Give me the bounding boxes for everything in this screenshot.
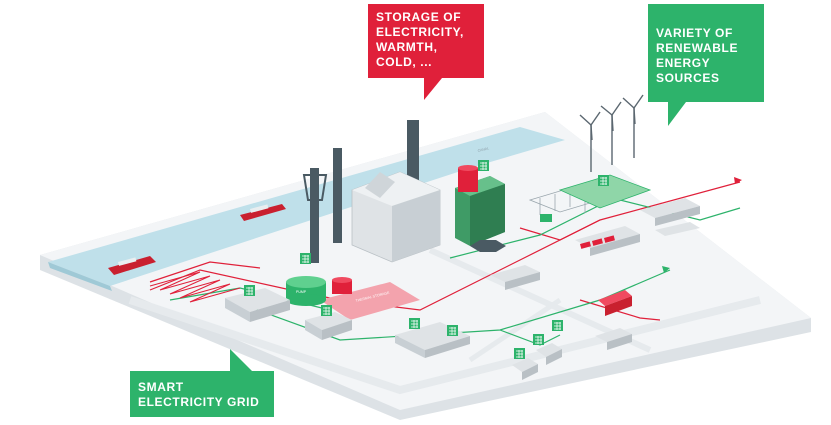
solar-panel-icon — [552, 320, 563, 331]
storage-tank: PUMP — [286, 276, 326, 306]
callout-renewable-energy: VARIETY OF RENEWABLE ENERGY SOURCES — [648, 4, 764, 102]
warehouse — [598, 290, 632, 316]
solar-panel-icon — [478, 160, 489, 171]
canal — [48, 127, 565, 286]
callout-grid-line: SMART — [138, 380, 184, 394]
road — [468, 297, 562, 363]
ship-icon — [240, 204, 286, 221]
wind-turbine-icon — [622, 94, 644, 158]
callout-storage-line: ELECTRICITY, — [376, 25, 464, 39]
houses — [512, 343, 562, 380]
canal-edge — [48, 262, 112, 291]
red-tank — [332, 277, 352, 294]
callout-grid-pointer — [230, 349, 252, 371]
solar-panel-icon — [300, 253, 311, 264]
callout-renewable-line: RENEWABLE — [656, 41, 739, 55]
callout-storage-pointer — [424, 78, 442, 100]
callout-storage: STORAGE OF ELECTRICITY, WARMTH, COLD, ..… — [368, 4, 484, 78]
solar-panel-icon — [409, 318, 420, 329]
factory-buildings — [225, 198, 700, 358]
green-cabin — [540, 214, 552, 222]
red-tower — [458, 165, 478, 192]
solar-field — [558, 174, 652, 209]
solar-panel-icon — [598, 175, 609, 186]
arrow-icon — [734, 177, 742, 184]
callout-renewable-line: SOURCES — [656, 71, 720, 85]
solar-panel-icon — [244, 285, 255, 296]
solar-panel-icon — [533, 334, 544, 345]
solar-panel-icon — [321, 305, 332, 316]
svg-text:PUMP: PUMP — [296, 290, 307, 294]
octagon-building — [470, 240, 506, 252]
ship-icon — [108, 256, 156, 275]
arrow-icon — [662, 266, 670, 273]
heat-storage-pad — [320, 282, 420, 320]
callout-storage-line: WARMTH, — [376, 40, 438, 54]
power-plant — [302, 120, 441, 263]
callout-grid-line: ELECTRICITY GRID — [138, 395, 260, 409]
solar-panel-icon — [447, 325, 458, 336]
callout-storage-line: COLD, ... — [376, 55, 433, 69]
svg-text:CANAL: CANAL — [477, 146, 489, 153]
callout-smart-grid: SMART ELECTRICITY GRID — [130, 371, 274, 417]
heat-storage-coil — [149, 271, 241, 303]
container-units — [580, 235, 615, 249]
wind-turbine-icon — [579, 111, 601, 172]
office-building — [455, 176, 505, 246]
callout-renewable-line: VARIETY OF — [656, 26, 733, 40]
callout-renewable-line: ENERGY — [656, 56, 711, 70]
callout-storage-line: STORAGE OF — [376, 10, 462, 24]
wind-turbine-icon — [600, 101, 622, 165]
callout-renewable-pointer — [668, 102, 686, 126]
solar-panel-icon — [514, 348, 525, 359]
road — [128, 296, 761, 395]
